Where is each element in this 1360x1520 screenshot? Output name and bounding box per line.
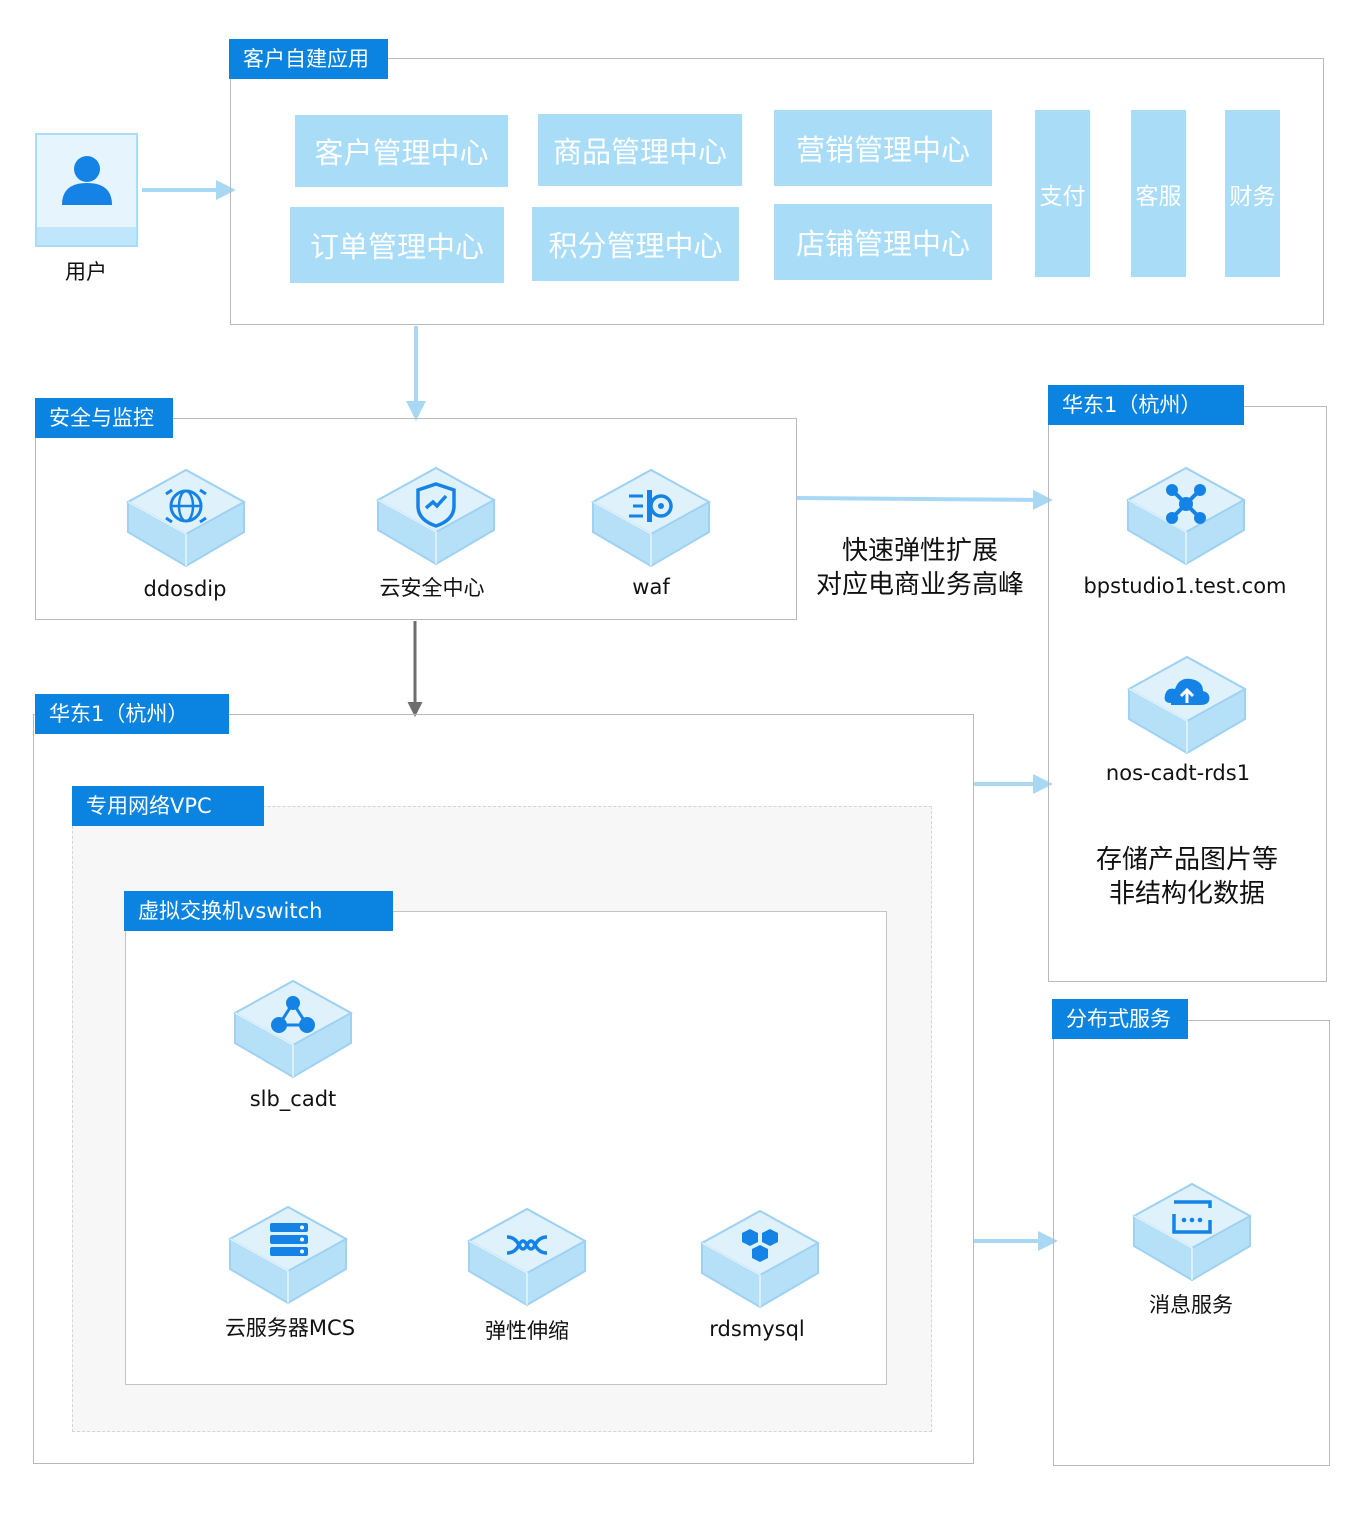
message-node [1130,1180,1254,1288]
module-payment: 支付 [1035,110,1090,277]
firewall-icon [590,468,712,568]
shield-check-icon [375,466,497,566]
ddosdip-node [124,466,248,574]
mcs-label: 云服务器MCS [224,1316,356,1340]
message-label: 消息服务 [1149,1293,1233,1317]
region-main-title: 华东1（杭州） [35,694,229,734]
vpc-title: 专用网络VPC [72,786,264,826]
cloud-upload-icon [1126,655,1248,755]
app-group [230,58,1324,325]
rdsmysql-label: rdsmysql [709,1317,805,1341]
app-group-title: 客户自建应用 [229,39,388,79]
module-finance: 财务 [1225,110,1280,277]
scale-note-line-1: 快速弹性扩展 [841,536,999,566]
module-customer-service: 客服 [1131,110,1186,277]
module-product: 商品管理中心 [538,114,742,186]
module-order: 订单管理中心 [290,207,504,283]
wave-icon [466,1207,588,1307]
database-cluster-icon [699,1209,821,1309]
scale-note: 快速弹性扩展 对应电商业务高峰 [816,534,1024,602]
waf-label: waf [632,575,670,599]
vswitch-title: 虚拟交换机vswitch [124,891,393,931]
module-marketing: 营销管理中心 [774,110,992,186]
load-balancer-icon [232,979,354,1079]
message-queue-icon [1131,1182,1253,1282]
storage-note-line-1: 存储产品图片等 [1095,845,1279,875]
cloud-security-label: 云安全中心 [379,576,485,600]
globe-icon [125,468,247,568]
arrow-security-to-right-region [796,489,1053,510]
module-store: 店铺管理中心 [774,204,992,280]
slb-label: slb_cadt [249,1087,337,1111]
nos-label: nos-cadt-rds1 [1105,761,1251,785]
nos-node [1125,653,1249,761]
ddosdip-label: ddosdip [143,577,227,601]
user-card [35,133,138,247]
slb-node [231,977,355,1085]
region-main-group [33,714,974,1464]
storage-note: 存储产品图片等 非结构化数据 [1096,843,1278,911]
security-group-title: 安全与监控 [35,398,173,438]
autoscale-label: 弹性伸缩 [485,1319,569,1343]
user-icon [37,156,136,245]
network-hub-icon [1125,466,1247,566]
cloud-security-node [374,464,498,572]
storage-note-line-2: 非结构化数据 [1108,879,1266,909]
mcs-node [226,1203,350,1311]
module-points: 积分管理中心 [532,207,739,281]
bpstudio-label: bpstudio1.test.com [1083,574,1287,598]
distributed-group [1053,1020,1330,1466]
server-stack-icon [227,1205,349,1305]
module-customer: 客户管理中心 [295,115,508,187]
user-label: 用户 [65,260,107,284]
waf-node [589,466,713,574]
scale-note-line-2: 对应电商业务高峰 [815,570,1025,600]
autoscale-node [465,1205,589,1313]
region-right-title: 华东1（杭州） [1048,385,1244,425]
bpstudio-node [1124,464,1248,572]
rdsmysql-node [698,1207,822,1315]
security-group [35,418,797,620]
distributed-title: 分布式服务 [1052,999,1188,1039]
